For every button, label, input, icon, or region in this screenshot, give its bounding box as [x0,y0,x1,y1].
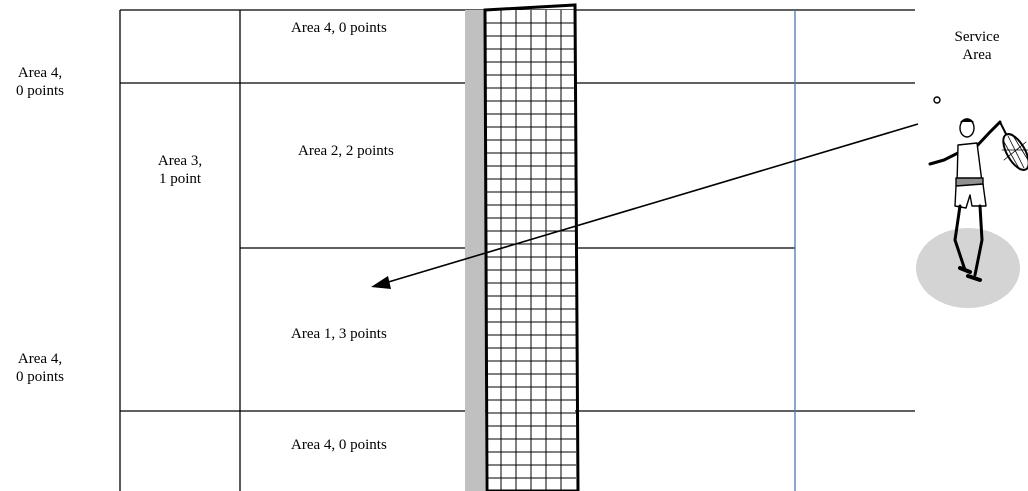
label-area4-outside-top: Area 4, 0 points [0,64,80,100]
label-line: Area [962,47,992,63]
badminton-player-icon [928,96,1028,282]
label-area4-outside-bottom: Area 4, 0 points [0,350,80,386]
net-shadow [465,10,485,491]
label-line: 0 points [16,369,64,385]
label-area1: Area 1, 3 points [291,326,387,342]
label-line: Service [954,29,1000,45]
service-area-ellipse [916,228,1020,308]
label-area2: Area 2, 2 points [298,143,394,159]
label-line: Area 4, [17,65,63,81]
shot-arrow-icon [371,123,919,289]
label-line: 1 point [158,171,202,187]
label-area3: Area 3, 1 point [140,152,220,188]
label-line: Area 4, [17,351,63,367]
label-line: 0 points [16,83,64,99]
label-line: Area 3, [157,153,203,169]
label-area4-bottom: Area 4, 0 points [291,437,387,453]
shuttlecock-icon [933,96,941,104]
net-icon [483,3,580,491]
label-service-area: Service Area [942,28,1012,64]
label-area4-top: Area 4, 0 points [291,20,387,36]
